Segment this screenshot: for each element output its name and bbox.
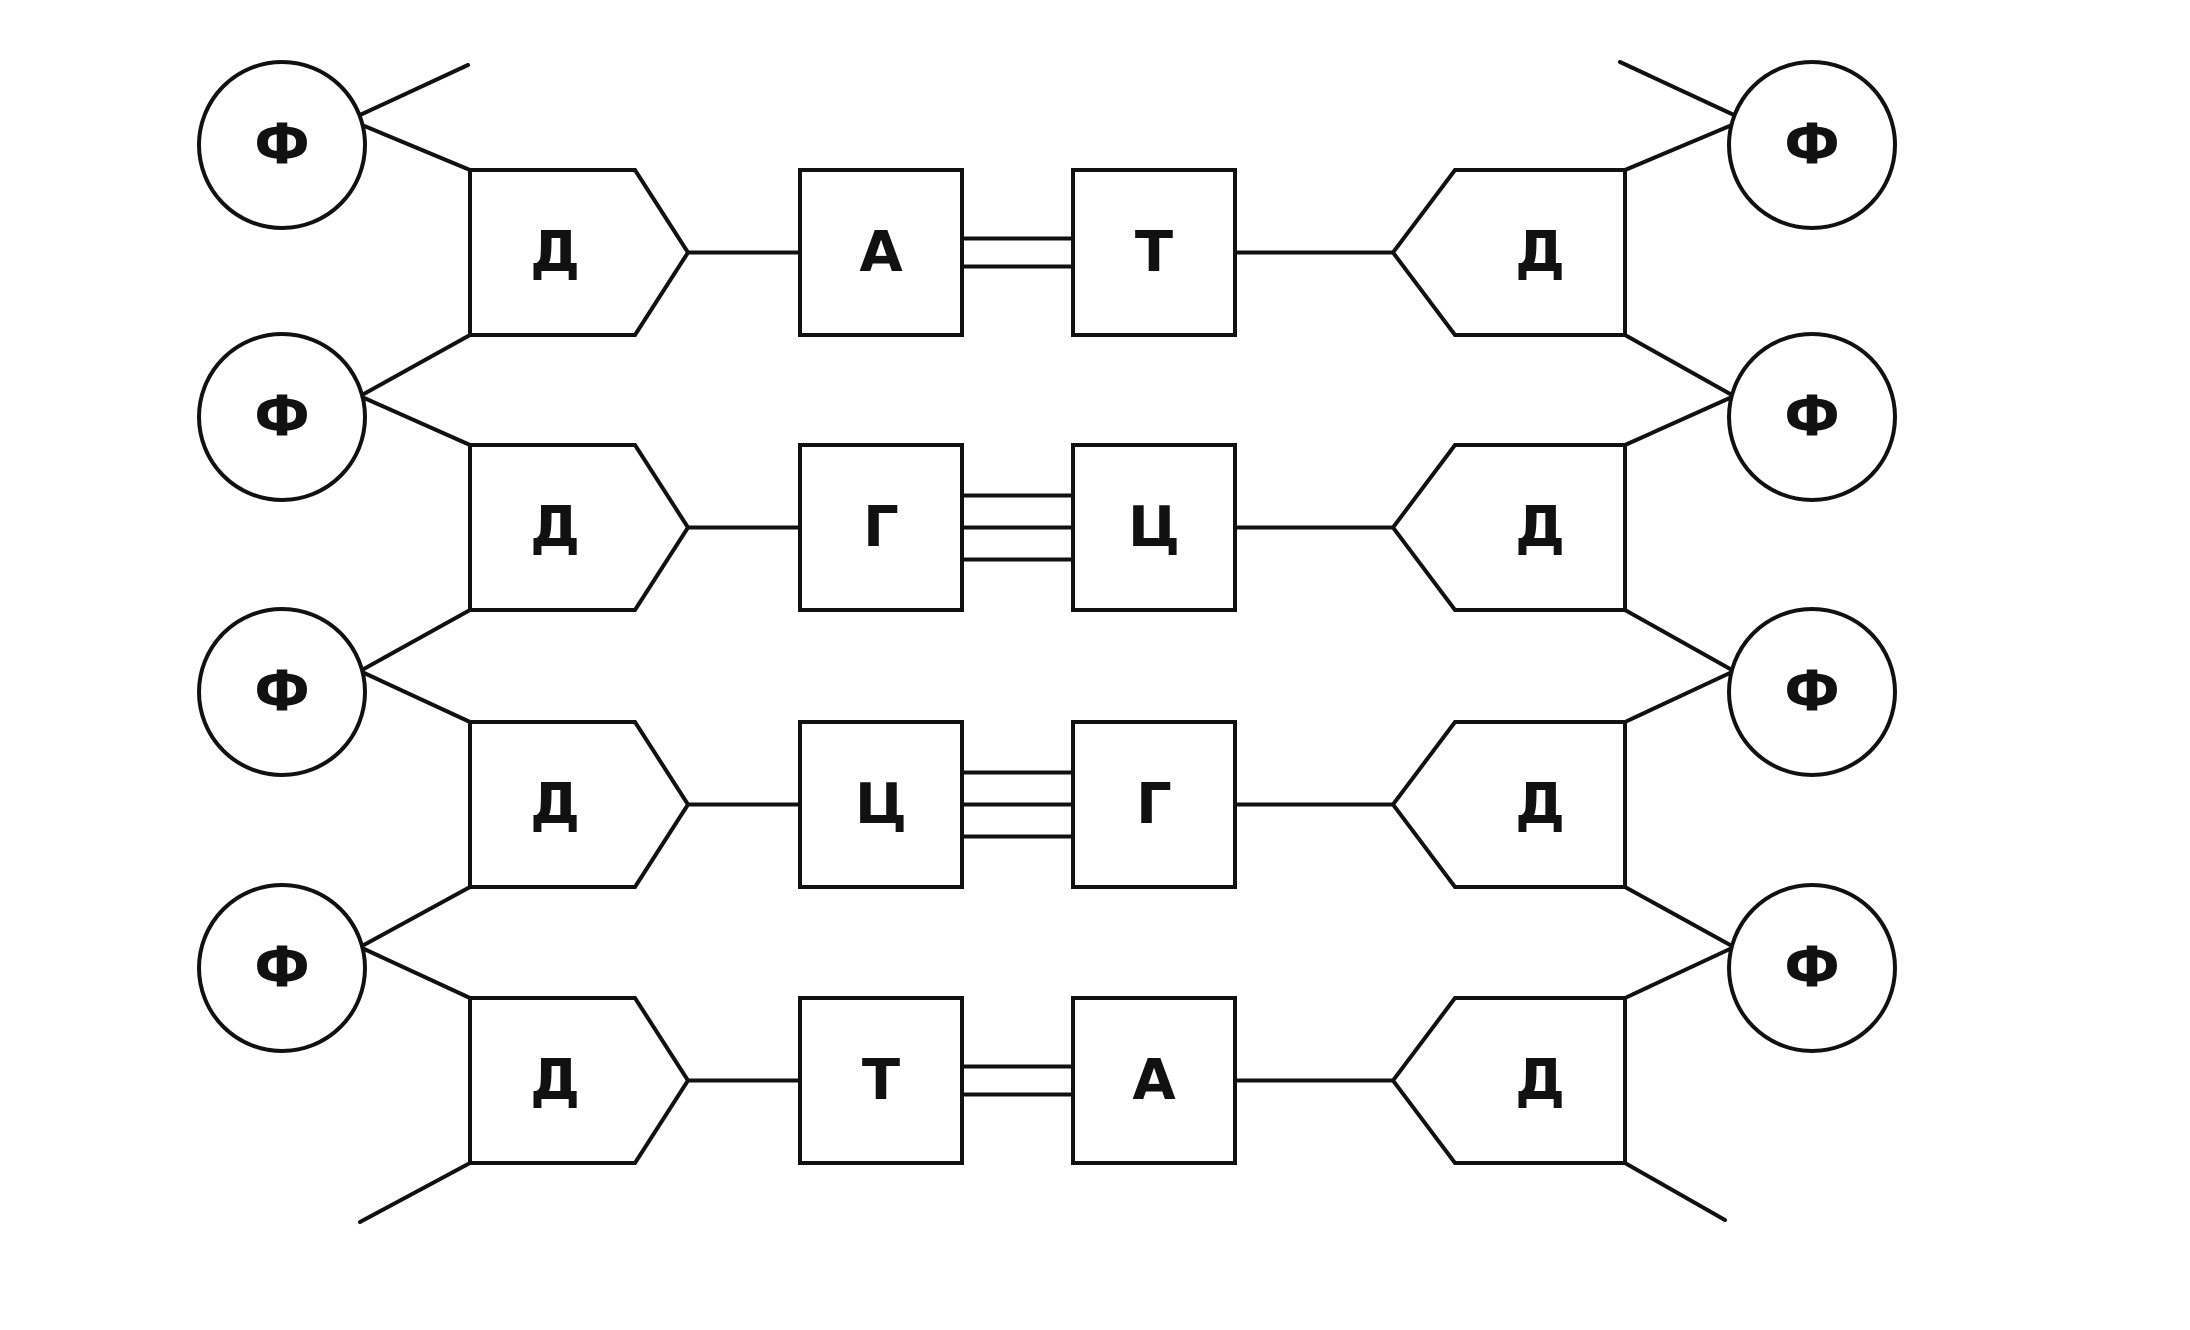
base-box (1071, 443, 1237, 612)
phosphate-label: Ф (254, 113, 310, 178)
deoxyribose-shape (468, 720, 691, 889)
base-label: А (859, 220, 903, 285)
base-label: А (1132, 1048, 1176, 1113)
backbone-line (1623, 123, 1734, 172)
deoxyribose-shape (1390, 168, 1627, 337)
backbone-line (360, 333, 472, 397)
backbone-line (358, 63, 470, 117)
deoxyribose-shape (468, 168, 691, 337)
backbone-line (1618, 60, 1736, 117)
deoxyribose-shape (1390, 996, 1627, 1165)
deoxyribose-label: Д (1515, 1048, 1565, 1113)
deoxyribose-right: Д (1390, 443, 1627, 612)
phosphate-right: Ф (1727, 883, 1897, 1053)
deoxyribose-label: Д (530, 495, 580, 560)
phosphate-right: Ф (1727, 607, 1897, 777)
backbone-line (360, 670, 472, 724)
base-right: А (1071, 996, 1237, 1165)
base-label: Т (1135, 220, 1173, 285)
deoxyribose-right: Д (1390, 720, 1627, 889)
left-strand: Ф Ф Ф Ф Д Д Д Д (197, 60, 802, 1224)
phosphate-label: Ф (1784, 113, 1840, 178)
base-box (798, 996, 964, 1165)
phosphate-label: Ф (254, 660, 310, 725)
base-box (1071, 168, 1237, 337)
phosphate-label: Ф (254, 936, 310, 1001)
base-box (1071, 996, 1237, 1165)
phosphate-circle (197, 607, 367, 777)
base-right: Ц (1071, 443, 1237, 612)
phosphate-label: Ф (1784, 660, 1840, 725)
phosphate-circle (1727, 60, 1897, 230)
backbone-line (1623, 670, 1734, 724)
deoxyribose-label: Д (530, 1048, 580, 1113)
deoxyribose-label: Д (1515, 495, 1565, 560)
backbone-line (360, 395, 472, 447)
backbone-line (1623, 333, 1734, 397)
base-right: Г (1071, 720, 1237, 889)
phosphate-left: Ф (197, 607, 367, 777)
base-label: Ц (855, 772, 907, 837)
base-label: Т (862, 1048, 900, 1113)
deoxyribose-left: Д (468, 996, 691, 1165)
deoxyribose-label: Д (1515, 220, 1565, 285)
base-box (798, 168, 964, 337)
backbone-line (360, 123, 472, 172)
phosphate-circle (197, 883, 367, 1053)
deoxyribose-shape (468, 996, 691, 1165)
phosphate-label: Ф (254, 385, 310, 450)
deoxyribose-right: Д (1390, 996, 1627, 1165)
backbone-line (360, 885, 472, 948)
backbone-line (1623, 946, 1734, 1000)
base-label: Г (863, 495, 899, 560)
right-strand: Ф Ф Ф Ф Д Д Д Д (1233, 60, 1897, 1222)
deoxyribose-left: Д (468, 168, 691, 337)
base-box (798, 443, 964, 612)
deoxyribose-label: Д (1515, 772, 1565, 837)
deoxyribose-label: Д (530, 772, 580, 837)
phosphate-circle (197, 332, 367, 502)
backbone-line (360, 608, 472, 672)
base-left: Т (798, 996, 964, 1165)
phosphate-circle (1727, 332, 1897, 502)
phosphate-circle (1727, 883, 1897, 1053)
backbone-line (1623, 885, 1734, 948)
phosphate-right: Ф (1727, 332, 1897, 502)
backbone-line (358, 1161, 472, 1224)
phosphate-left: Ф (197, 332, 367, 502)
deoxyribose-label: Д (530, 220, 580, 285)
deoxyribose-shape (1390, 720, 1627, 889)
phosphate-label: Ф (1784, 385, 1840, 450)
base-left: А (798, 168, 964, 337)
base-left: Ц (798, 720, 964, 889)
phosphate-label: Ф (1784, 936, 1840, 1001)
backbone-line (1623, 395, 1734, 447)
phosphate-right: Ф (1727, 60, 1897, 230)
base-left: Г (798, 443, 964, 612)
phosphate-left: Ф (197, 883, 367, 1053)
deoxyribose-shape (468, 443, 691, 612)
deoxyribose-left: Д (468, 720, 691, 889)
backbone-line (360, 946, 472, 1000)
phosphate-left: Ф (197, 60, 367, 230)
deoxyribose-right: Д (1390, 168, 1627, 337)
base-label: Ц (1128, 495, 1180, 560)
backbone-line (1623, 1161, 1727, 1222)
base-right: Т (1071, 168, 1237, 337)
phosphate-circle (197, 60, 367, 230)
deoxyribose-left: Д (468, 443, 691, 612)
backbone-line (1623, 608, 1734, 672)
deoxyribose-shape (1390, 443, 1627, 612)
phosphate-circle (1727, 607, 1897, 777)
base-label: Г (1136, 772, 1172, 837)
base-box (798, 720, 964, 889)
